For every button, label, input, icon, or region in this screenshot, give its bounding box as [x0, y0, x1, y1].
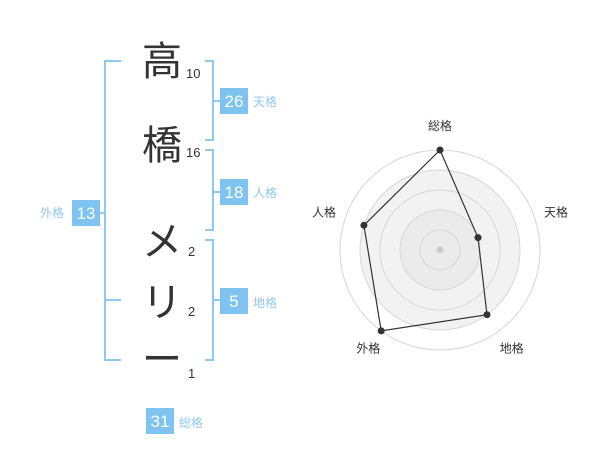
tenkaku-badge: 26 [220, 88, 248, 114]
soukaku-label: 総格 [179, 416, 204, 430]
name-char-1: 高 [142, 39, 182, 85]
name-char-5: ー [142, 337, 182, 383]
radar-axis-label-5: 人格 [312, 204, 336, 219]
jinkaku-bracket [205, 149, 214, 231]
radar-point-4 [377, 327, 385, 335]
radar-points [360, 146, 491, 335]
radar-center-dot [436, 246, 444, 254]
name-char-4: リ [142, 280, 182, 326]
radar-axis-label-1: 総格 [428, 118, 452, 133]
radar-axis-label-3: 地格 [500, 341, 524, 356]
chikaku-bracket [205, 239, 214, 361]
gaikaku-badge: 13 [72, 200, 100, 226]
radar-axis-label-4: 外格 [356, 341, 380, 356]
radar-polygon [363, 148, 488, 332]
stroke-count-1: 10 [186, 66, 201, 81]
tenkaku-bracket [205, 60, 214, 141]
radar-point-2 [474, 234, 482, 242]
radar-axis-label-2: 天格 [544, 204, 568, 219]
radar-point-5 [360, 221, 368, 229]
name-char-3: メ [142, 219, 182, 265]
stroke-count-2: 16 [186, 145, 201, 160]
radar-point-3 [483, 311, 491, 319]
chikaku-badge: 5 [220, 288, 248, 314]
jinkaku-badge: 18 [220, 179, 248, 205]
stroke-count-3: 2 [188, 244, 196, 259]
jinkaku-label: 人格 [253, 186, 278, 200]
stroke-count-4: 2 [188, 304, 196, 319]
gaikaku-label: 外格 [40, 206, 65, 220]
radar-point-1 [436, 146, 444, 154]
stroke-count-5: 1 [188, 366, 196, 381]
gaikaku-bracket [104, 60, 121, 361]
name-char-2: 橋 [142, 123, 182, 169]
soukaku-badge: 31 [146, 408, 174, 434]
tenkaku-label: 天格 [253, 95, 278, 109]
chikaku-label: 地格 [253, 296, 278, 310]
